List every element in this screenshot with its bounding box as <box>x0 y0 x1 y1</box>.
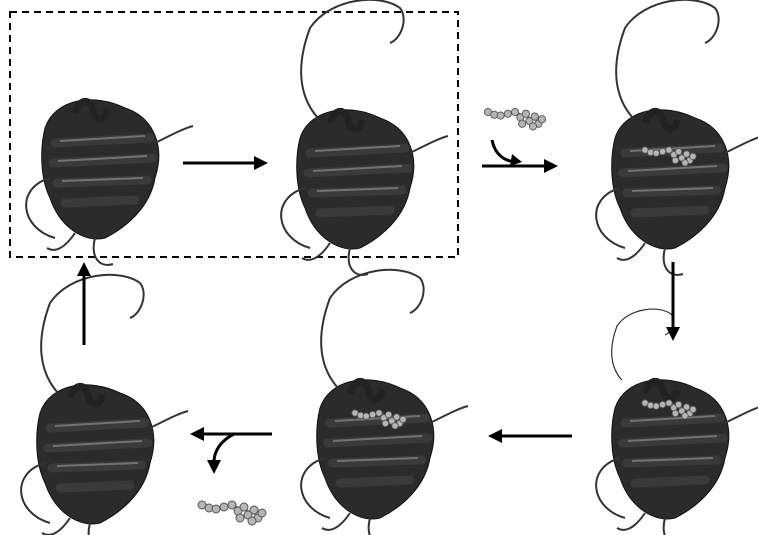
structure-state-4 <box>596 309 758 535</box>
structure-state-3 <box>596 0 758 275</box>
arrow-state2-to-state3 <box>482 140 558 173</box>
ligand-binding <box>484 108 545 130</box>
structure-state-5 <box>301 270 468 535</box>
arrow-state3-to-state4 <box>666 262 680 341</box>
arrow-state6-to-state1 <box>77 262 91 345</box>
structure-state-6 <box>21 275 188 535</box>
arrow-state5-to-state6 <box>190 427 272 474</box>
ligand-released <box>198 501 266 525</box>
structure-state-1 <box>26 100 193 265</box>
arrow-state4-to-state5 <box>488 429 572 443</box>
arrow-state1-to-state2 <box>183 156 268 170</box>
structure-state-2 <box>281 0 448 275</box>
